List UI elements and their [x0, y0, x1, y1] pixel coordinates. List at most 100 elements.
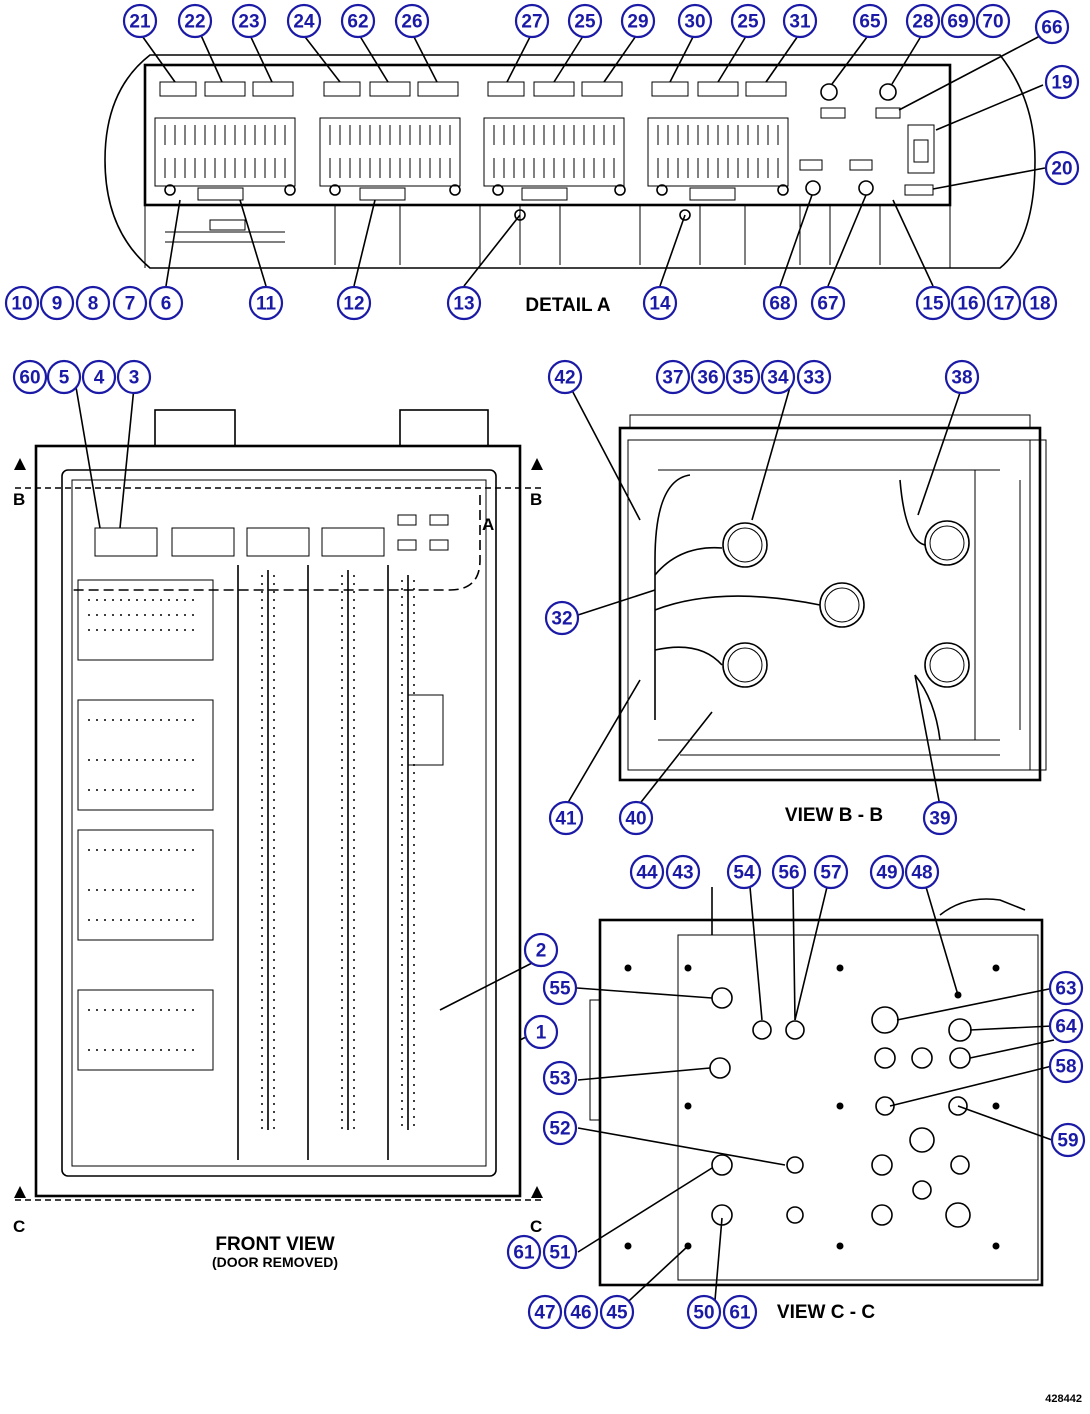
callout-number: 55	[549, 979, 571, 1000]
callout-number: 15	[922, 294, 944, 315]
callout-number: 70	[982, 12, 1003, 33]
callout-view-cc-54: 54	[726, 854, 762, 890]
callout-number: 41	[555, 809, 577, 830]
callout-view-bb-42: 42	[547, 359, 583, 395]
callout-number: 44	[636, 863, 658, 884]
callout-number: 10	[11, 294, 32, 315]
callout-number: 23	[238, 12, 259, 33]
callout-view-cc-56: 56	[771, 854, 807, 890]
callout-detail-top-24: 24	[286, 3, 322, 39]
callout-number: 3	[129, 368, 140, 389]
detail-a	[104, 32, 1046, 287]
callout-view-cc-55: 55	[542, 970, 578, 1006]
callout-detail-top-28: 28	[905, 3, 941, 39]
callout-detail-bottom-15: 15	[915, 285, 951, 321]
callout-view-bb-41: 41	[548, 800, 584, 836]
callout-number: 11	[256, 294, 277, 315]
callout-number: 66	[1041, 18, 1062, 39]
callout-number: 29	[627, 12, 648, 33]
callout-detail-bottom-14: 14	[642, 285, 678, 321]
callout-number: 56	[778, 863, 799, 884]
callout-number: 53	[549, 1069, 570, 1090]
callout-number: 7	[125, 294, 136, 315]
callout-view-bb-37: 37	[655, 359, 691, 395]
view-c-c	[576, 886, 1055, 1313]
callout-detail-bottom-18: 18	[1022, 285, 1058, 321]
callout-detail-bottom-6: 6	[148, 285, 184, 321]
callout-number: 48	[911, 863, 932, 884]
callout-number: 62	[347, 12, 368, 33]
callout-detail-top-25: 25	[567, 3, 603, 39]
callout-detail-bottom-17: 17	[986, 285, 1022, 321]
callout-number: 67	[817, 294, 838, 315]
callout-view-cc-52: 52	[542, 1110, 578, 1146]
callout-number: 38	[951, 368, 972, 389]
callout-number: 61	[729, 1303, 751, 1324]
callout-view-bb-36: 36	[690, 359, 726, 395]
callout-view-cc-61: 61	[722, 1294, 758, 1330]
callout-view-cc-49: 49	[869, 854, 905, 890]
callout-detail-top-65: 65	[852, 3, 888, 39]
callout-detail-bottom-67: 67	[810, 285, 846, 321]
callout-detail-bottom-8: 8	[75, 285, 111, 321]
section-c-mark-right: C	[530, 1217, 542, 1236]
callout-number: 69	[947, 12, 968, 33]
callout-front-view-3: 3	[116, 359, 152, 395]
callout-number: 13	[453, 294, 474, 315]
callout-number: 28	[912, 12, 933, 33]
callout-view-cc-64: 64	[1048, 1008, 1084, 1044]
callout-detail-bottom-16: 16	[950, 285, 986, 321]
callout-detail-bottom-7: 7	[112, 285, 148, 321]
callout-number: 30	[684, 12, 705, 33]
callout-detail-top-23: 23	[231, 3, 267, 39]
callout-detail-bottom-10: 10	[4, 285, 40, 321]
callout-number: 12	[343, 294, 364, 315]
callout-view-cc-50: 50	[686, 1294, 722, 1330]
callout-number: 26	[401, 12, 422, 33]
front-view	[14, 386, 543, 1201]
callout-front-view-4: 4	[81, 359, 117, 395]
callout-detail-top-66: 66	[1034, 9, 1070, 45]
callout-number: 27	[521, 12, 542, 33]
callout-number: 31	[789, 12, 811, 33]
callout-detail-bottom-68: 68	[762, 285, 798, 321]
callout-number: 8	[88, 294, 99, 315]
callout-number: 35	[732, 368, 754, 389]
callout-detail-bottom-13: 13	[446, 285, 482, 321]
callout-view-cc-53: 53	[542, 1060, 578, 1096]
callout-detail-top-29: 29	[620, 3, 656, 39]
callout-view-bb-39: 39	[922, 800, 958, 836]
callout-number: 1	[536, 1023, 547, 1044]
view-b-b	[564, 376, 1047, 807]
callout-number: 68	[769, 294, 790, 315]
detail-a-title: DETAIL A	[525, 295, 610, 316]
callout-number: 14	[649, 294, 671, 315]
callout-view-bb-34: 34	[760, 359, 796, 395]
callout-number: 51	[549, 1243, 571, 1264]
callout-detail-top-22: 22	[177, 3, 213, 39]
callout-front-view-5: 5	[46, 359, 82, 395]
view-cc-title: VIEW C - C	[777, 1302, 875, 1323]
section-c-mark-left: C	[13, 1217, 25, 1236]
callout-view-cc-47: 47	[527, 1294, 563, 1330]
callout-number: 46	[570, 1303, 591, 1324]
figure-id: 428442	[1045, 1393, 1082, 1405]
callout-number: 36	[697, 368, 718, 389]
callout-detail-top-26: 26	[394, 3, 430, 39]
callout-number: 6	[161, 294, 172, 315]
section-a-mark: A	[482, 515, 494, 534]
callout-number: 54	[733, 863, 755, 884]
callout-number: 50	[693, 1303, 714, 1324]
callout-number: 32	[551, 609, 572, 630]
callout-number: 22	[184, 12, 205, 33]
callout-number: 20	[1051, 159, 1072, 180]
callout-detail-top-62: 62	[340, 3, 376, 39]
callout-number: 5	[59, 368, 70, 389]
callout-view-cc-61: 61	[506, 1234, 542, 1270]
callout-view-bb-38: 38	[944, 359, 980, 395]
callout-detail-top-70: 70	[975, 3, 1011, 39]
section-b-mark-right: B	[530, 490, 542, 509]
callout-number: 16	[957, 294, 978, 315]
